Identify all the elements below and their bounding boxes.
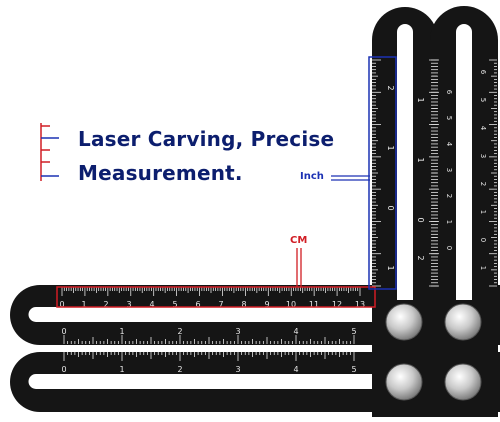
cm-highlight-box — [56, 286, 376, 308]
cm-scale-number: 13 — [355, 300, 365, 309]
inch-scale-number: 2 — [177, 365, 182, 374]
inch-scale-number: 0 — [386, 205, 395, 210]
cm-scale-number: 4 — [149, 300, 154, 309]
cm-scale-number: 2 — [103, 300, 108, 309]
right-arm-scale-number: 2 — [479, 182, 487, 186]
headline-line-2: Measurement. — [78, 161, 243, 185]
right-arm-scale-number: 1 — [445, 220, 453, 224]
inch-callout-leader — [331, 175, 370, 181]
inch-scale-number: 5 — [351, 365, 356, 374]
inch-scale-number: 1 — [119, 327, 124, 336]
cm-scale-number: 6 — [195, 300, 200, 309]
headline: Laser Carving, Precise Measurement. — [78, 122, 338, 190]
cm-scale-number: 11 — [309, 300, 319, 309]
inch-scale-ticks-lower — [63, 335, 355, 361]
cm-scale-number: 5 — [172, 300, 177, 309]
rivet — [444, 303, 482, 341]
right-arm-scale-number: 0 — [445, 246, 453, 250]
right-arm-scale-number: 2 — [445, 194, 453, 198]
rivet — [444, 363, 482, 401]
right-arm-scale-number: 4 — [445, 142, 453, 147]
inch-scale-number: 2 — [416, 255, 425, 260]
inch-scale-number: 5 — [351, 327, 356, 336]
right-arm-scale-number: 3 — [445, 168, 453, 172]
inch-scale-number: 4 — [293, 327, 298, 336]
right-arm-scale-number: 1 — [479, 266, 487, 270]
inch-scale-number: 0 — [61, 327, 66, 336]
inch-scale-number: 0 — [61, 365, 66, 374]
cm-scale-number: 1 — [81, 300, 86, 309]
cm-scale-number: 3 — [126, 300, 131, 309]
right-arm-scale-ticks — [431, 59, 497, 287]
right-arm-scale-number: 1 — [479, 210, 487, 214]
inch-scale-number: 3 — [235, 365, 240, 374]
inch-scale-number: 2 — [177, 327, 182, 336]
right-arm-scale-number: 5 — [445, 116, 453, 120]
headline-line-1: Laser Carving, Precise — [78, 127, 335, 151]
inch-scale-number: 0 — [416, 217, 425, 222]
rivet — [385, 303, 423, 341]
inch-scale-number: 1 — [386, 145, 395, 150]
right-arm-scale-number: 6 — [479, 70, 487, 75]
rivet — [385, 363, 423, 401]
cm-scale-number: 8 — [241, 300, 246, 309]
cm-scale-number: 10 — [286, 300, 296, 309]
ruler-ticks-icon — [40, 123, 59, 181]
right-arm-scale-number: 3 — [479, 154, 487, 158]
right-arm-scale-number: 5 — [479, 98, 487, 102]
cm-scale-number: 9 — [264, 300, 269, 309]
cm-scale-number: 7 — [218, 300, 223, 309]
inch-scale-number: 4 — [293, 365, 298, 374]
inch-scale-number: 1 — [386, 265, 395, 270]
inch-callout-label: Inch — [300, 171, 324, 182]
inch-scale-number: 1 — [119, 365, 124, 374]
right-arm-scale-number: 0 — [479, 238, 487, 242]
inch-scale-number: 1 — [416, 97, 425, 102]
cm-callout-label: CM — [290, 235, 308, 246]
cm-scale-number: 12 — [332, 300, 342, 309]
right-arm-scale-number: 6 — [445, 90, 453, 95]
inch-scale-number: 2 — [386, 85, 395, 90]
inch-scale-number: 1 — [416, 157, 425, 162]
inch-highlight-box — [368, 56, 397, 290]
inch-scale-number: 3 — [235, 327, 240, 336]
right-arm-scale-number: 4 — [479, 126, 487, 131]
cm-scale-number: 0 — [59, 300, 64, 309]
cm-callout-leader — [296, 248, 302, 287]
